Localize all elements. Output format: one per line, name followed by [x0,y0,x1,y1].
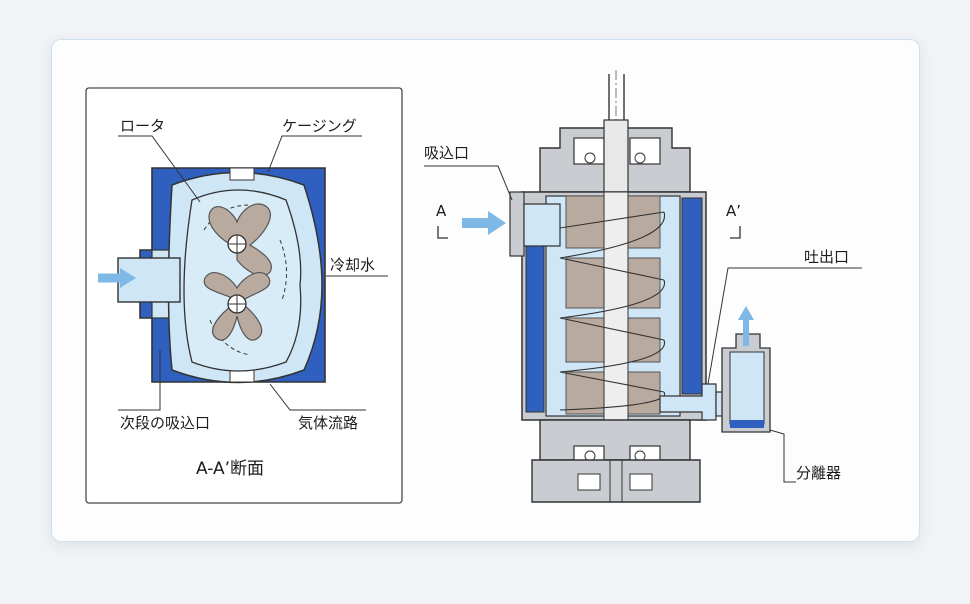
pump-section-panel: A A’ 吸込口 吐出口 分離器 [424,70,862,503]
rotor-lower [203,272,271,341]
right-leader-lines [424,165,862,483]
label-cooling-water: 冷却水 [330,256,375,274]
inlet-channel [98,257,181,303]
label-separator: 分離器 [796,464,841,482]
label-rotor: ロータ [120,117,165,135]
section-caption: A-A’断面 [196,459,264,479]
separator [721,306,771,433]
gas-flow-spiral [559,211,666,411]
section-markers [437,226,741,239]
left-leader-lines [118,135,388,411]
bottom-housing [531,419,701,503]
label-section-a-prime: A’ [726,202,741,220]
label-outlet: 吐出口 [804,248,849,266]
rotor-upper [208,203,272,277]
top-bearing-housing [539,119,691,193]
label-gas-passage: 気体流路 [298,414,358,432]
cross-section-panel: ロータ ケージング 冷却水 次段の吸込口 気体流路 A-A’断面 [85,87,403,504]
label-casing: ケージング [282,117,357,135]
label-next-stage-inlet: 次段の吸込口 [120,414,210,432]
rotor-stages [565,191,661,421]
label-section-a: A [436,202,447,220]
shaft [608,70,625,500]
label-inlet: 吸込口 [424,144,469,162]
inlet-pipe [462,191,561,257]
